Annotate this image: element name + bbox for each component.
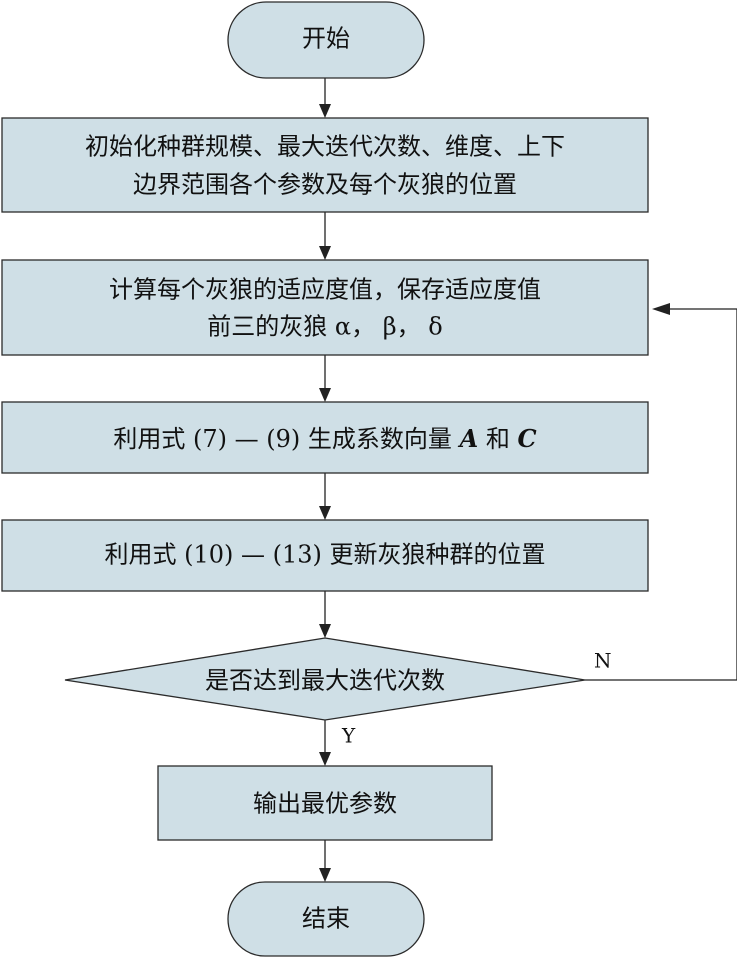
fitness-label-line1: 计算每个灰狼的适应度值，保存适应度值 xyxy=(109,276,541,304)
coef-var-a: A xyxy=(458,424,479,453)
update-label: 利用式 (10) — (13) 更新灰狼种群的位置 xyxy=(104,541,545,569)
update-process-box xyxy=(1,519,649,592)
decision-diamond xyxy=(64,637,586,721)
coef-process-box xyxy=(1,401,649,474)
end-label: 结束 xyxy=(302,905,350,933)
fitness-label-line2: 前三的灰狼 α， β， δ xyxy=(207,313,442,341)
decision-label: 是否达到最大迭代次数 xyxy=(205,667,445,695)
arrowhead xyxy=(319,868,331,882)
init-process-box xyxy=(1,117,649,213)
arrowhead xyxy=(319,104,331,118)
start-terminal xyxy=(227,1,425,79)
init-label-line2: 边界范围各个参数及每个灰狼的位置 xyxy=(133,171,517,199)
connector-loop-back xyxy=(585,308,737,681)
arrowhead xyxy=(319,624,331,638)
arrowhead xyxy=(319,506,331,520)
arrowhead xyxy=(319,246,331,260)
coef-label-prefix: 利用式 (7) — (9) 生成系数向量 xyxy=(113,425,459,453)
output-process-box xyxy=(157,765,493,841)
yes-branch-label: Y xyxy=(341,724,356,748)
end-terminal xyxy=(227,881,425,957)
coef-var-c: C xyxy=(517,424,536,453)
output-label: 输出最优参数 xyxy=(253,790,397,818)
start-label: 开始 xyxy=(302,25,350,53)
coef-label: 利用式 (7) — (9) 生成系数向量 A 和 C xyxy=(113,424,536,453)
arrowhead xyxy=(319,388,331,402)
coef-label-mid: 和 xyxy=(478,425,517,453)
init-label-line1: 初始化种群规模、最大迭代次数、维度、上下 xyxy=(85,133,565,161)
arrowhead-loop xyxy=(652,303,670,315)
fitness-process-box xyxy=(1,259,649,356)
arrowhead xyxy=(319,752,331,766)
no-branch-label: N xyxy=(594,649,612,673)
